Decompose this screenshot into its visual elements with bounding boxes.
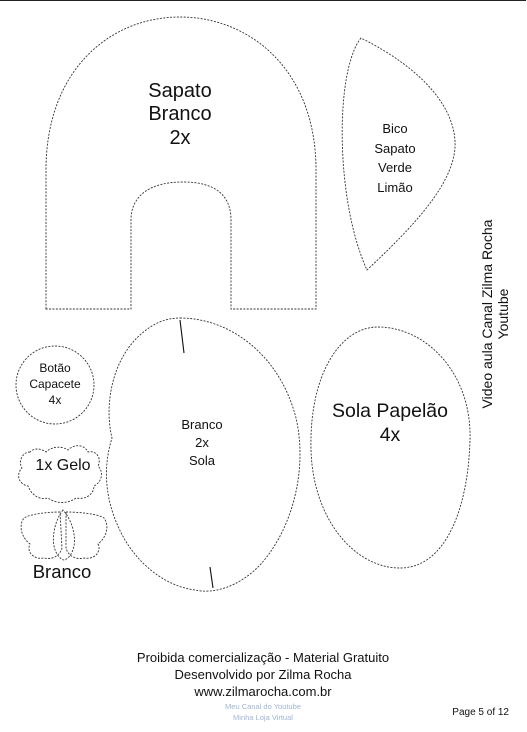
fold-mark-bottom [209, 566, 214, 589]
piece-bico-label: Bico Sapato Verde Limão [374, 121, 416, 195]
youtube-channel-link[interactable]: Meu Canal do Youtube [225, 701, 301, 711]
page-number: Page 5 of 12 [452, 707, 509, 718]
piece-branco-sola-outline [105, 317, 301, 592]
piece-branco-label: Branco [32, 561, 92, 582]
piece-sapato-label: Sapato Branco 2x [148, 80, 212, 149]
piece-branco-wing-left [20, 511, 63, 559]
piece-branco-body [52, 509, 75, 561]
piece-botao-outline [15, 345, 95, 425]
footer-website[interactable]: www.zilmarocha.com.br [194, 683, 332, 699]
online-store-link[interactable]: Minha Loja Virtual [233, 712, 293, 722]
piece-sola-papelao-label: Sola Papelão 4x [331, 400, 448, 447]
piece-branco-sola-label: Branco 2x Sola [181, 417, 223, 468]
piece-gelo-label: 1x Gelo [35, 457, 91, 474]
footer-notice: Proibida comercialização - Material Grat… [136, 650, 390, 665]
fold-mark-top [179, 319, 185, 354]
footer-author: Desenvolvido por Zilma Rocha [174, 666, 352, 682]
piece-branco-wing-right [65, 511, 108, 559]
page-top-border [0, 0, 526, 1]
piece-bico-outline [341, 37, 456, 271]
piece-botao-label: Botão Capacete 4x [29, 361, 81, 408]
footer: Proibida comercialização - Material Grat… [110, 650, 416, 723]
piece-sapato-outline [45, 16, 317, 310]
video-credit-vertical: Video aula Canal Zilma Rocha Youtube [479, 219, 511, 409]
